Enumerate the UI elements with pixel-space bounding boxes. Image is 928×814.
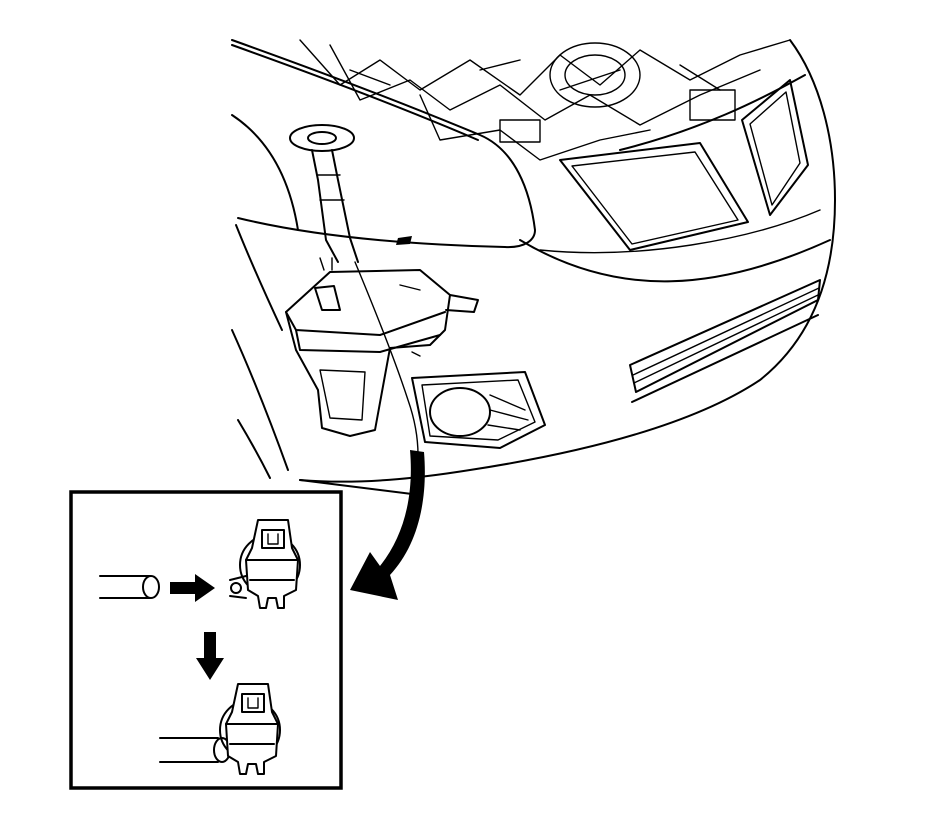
down-arrow-icon [196, 632, 224, 680]
nozzle-connector-after [219, 683, 281, 775]
hood-outline [231, 39, 536, 249]
fender-outline [231, 114, 299, 331]
engine-bay [299, 39, 791, 161]
vehicle-front-end [231, 39, 836, 496]
washer-reservoir [285, 269, 479, 437]
leader-line [354, 261, 419, 456]
front-fascia [299, 39, 836, 483]
curved-arrow-icon [350, 450, 425, 600]
fog-lamp [411, 371, 546, 449]
headlight [559, 142, 749, 251]
detail-inset [69, 490, 343, 790]
lower-grille [629, 279, 821, 403]
hose-before [99, 575, 160, 599]
nozzle-connector-before [229, 519, 301, 609]
washer-filler-neck [289, 124, 359, 263]
right-arrow-icon [170, 574, 215, 602]
